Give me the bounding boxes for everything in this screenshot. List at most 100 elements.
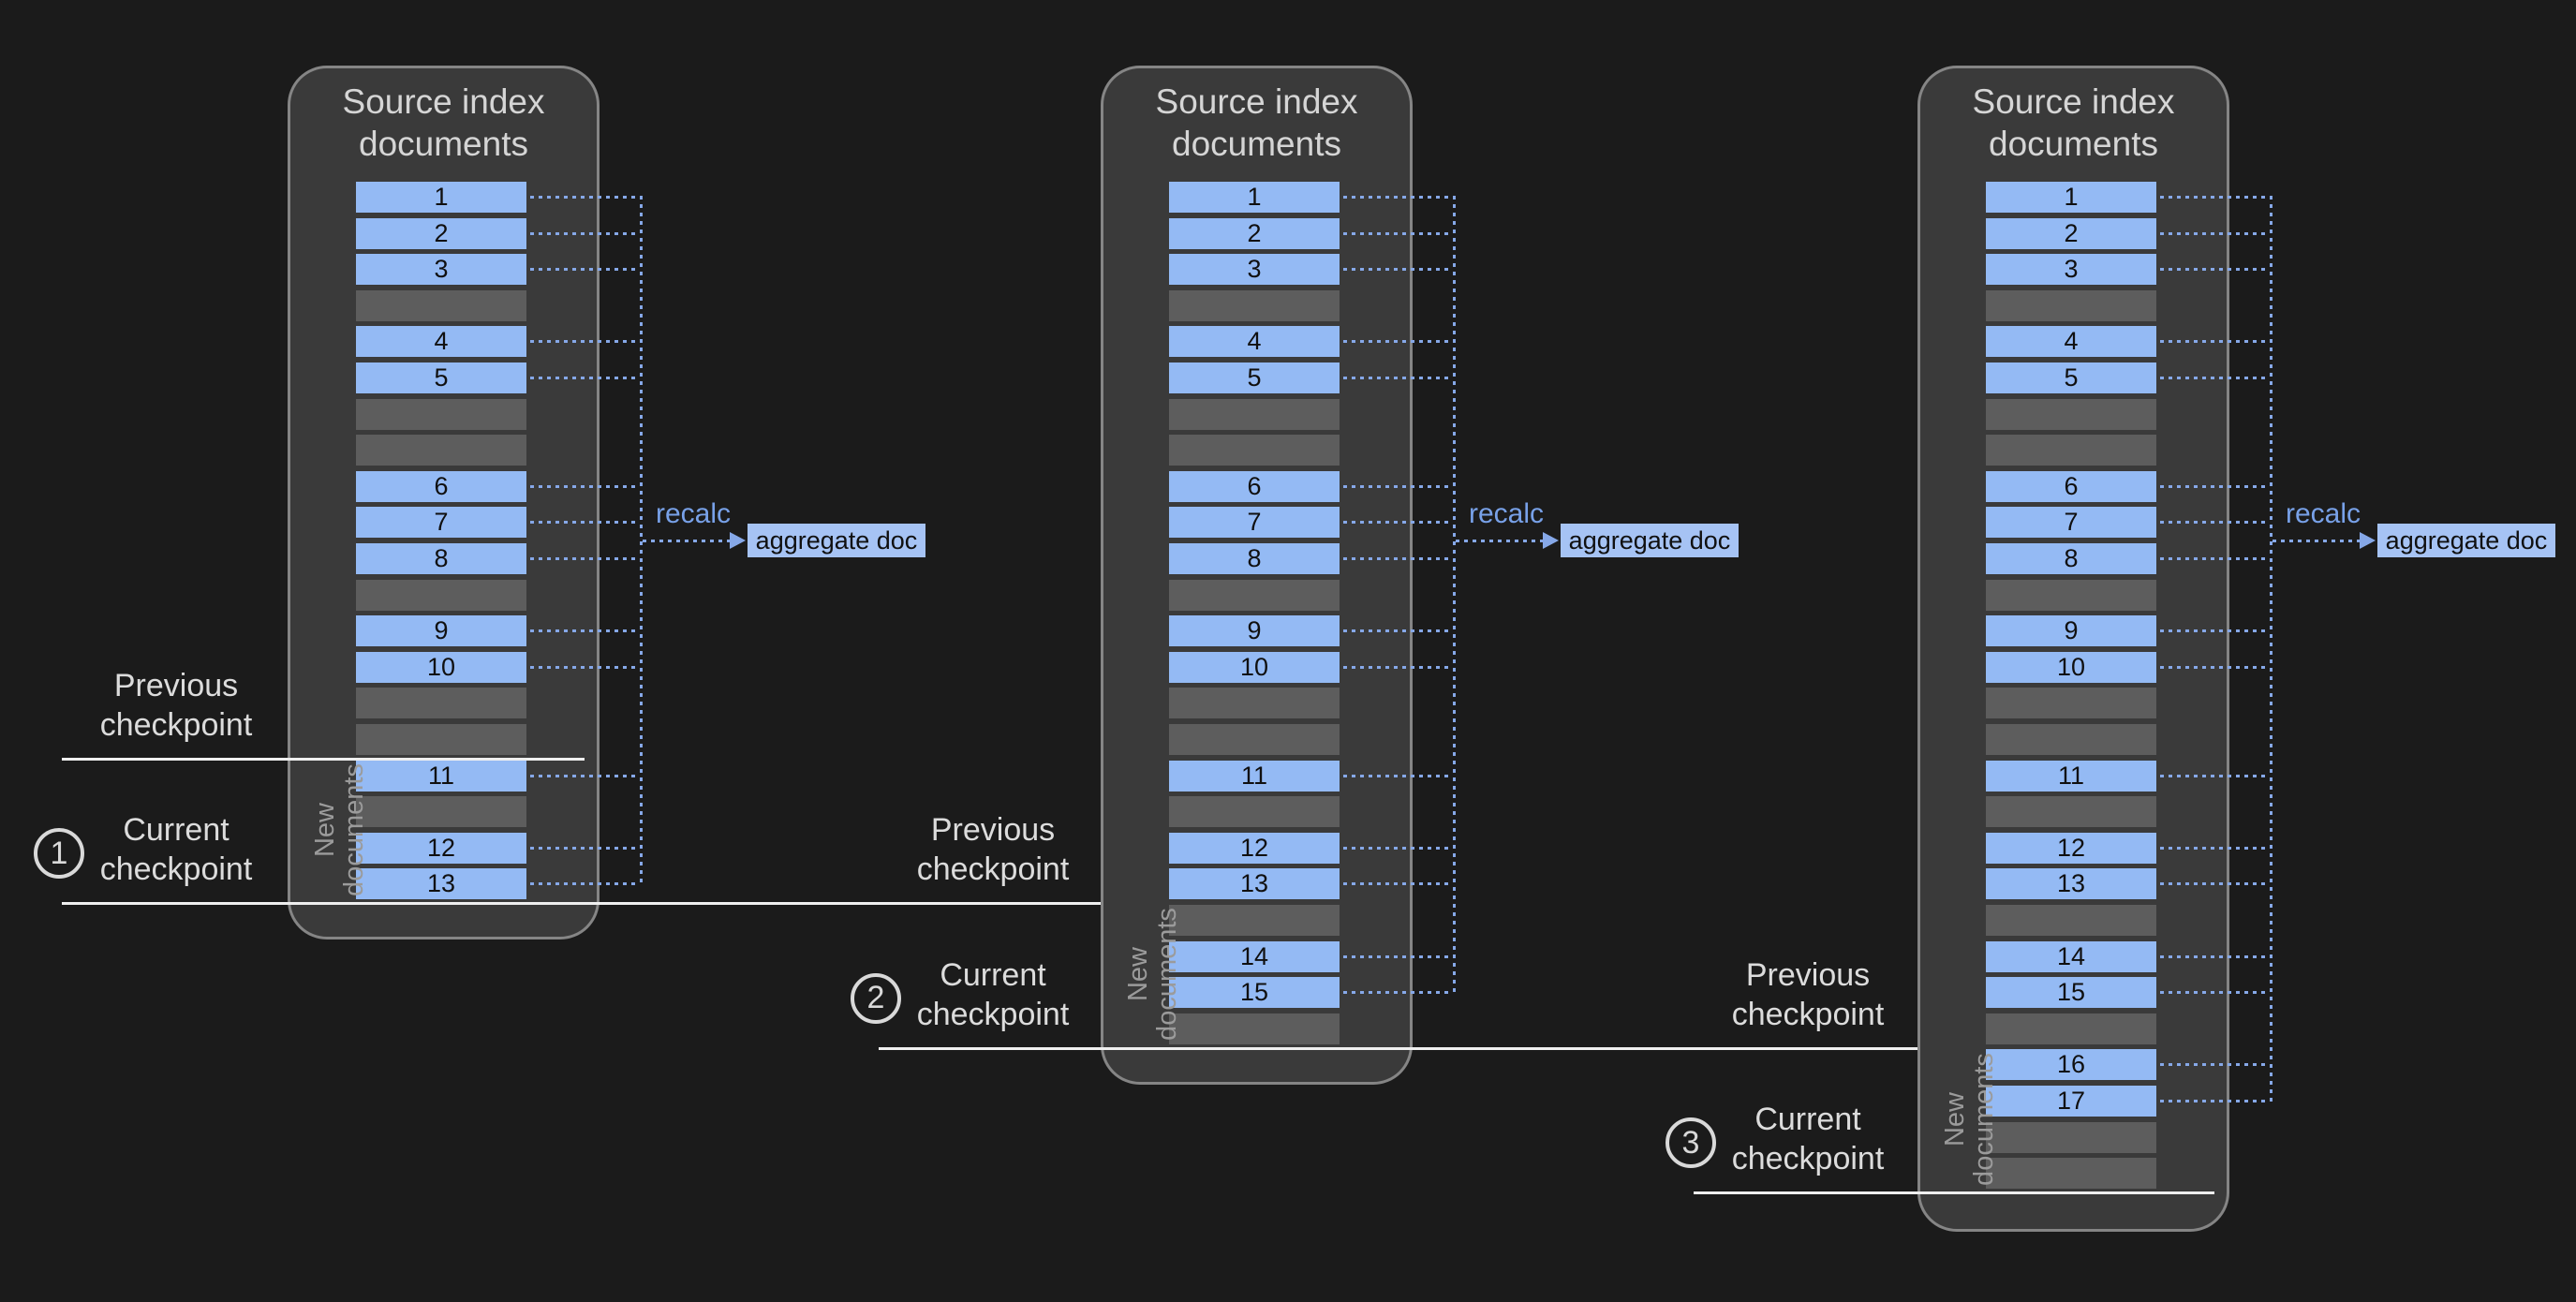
document-connector-line bbox=[1343, 665, 1453, 669]
placeholder-row bbox=[1169, 1013, 1340, 1044]
document-connector-line bbox=[1343, 846, 1453, 850]
document-row: 14 bbox=[1169, 940, 1340, 972]
new-documents-label-line: documents bbox=[1152, 908, 1182, 1042]
placeholder-row bbox=[1169, 905, 1340, 936]
document-connector-line bbox=[2160, 484, 2270, 488]
panel-title-line: Source index bbox=[342, 82, 545, 121]
current-checkpoint-label-line: checkpoint bbox=[99, 851, 253, 888]
placeholder-row bbox=[1169, 435, 1340, 466]
document-row: 7 bbox=[1169, 507, 1340, 539]
document-connector-line bbox=[2160, 521, 2270, 525]
document-row: 5 bbox=[356, 362, 526, 393]
aggregate-doc-box: aggregate doc bbox=[748, 524, 925, 557]
document-row: 5 bbox=[1169, 362, 1340, 393]
document-row: 7 bbox=[356, 507, 526, 539]
document-row: 3 bbox=[356, 254, 526, 286]
document-row: 7 bbox=[1986, 507, 2156, 539]
document-connector-line bbox=[2160, 954, 2270, 958]
document-row: 1 bbox=[1986, 182, 2156, 213]
current-checkpoint-line bbox=[1694, 1191, 2214, 1195]
document-connector-line bbox=[2160, 196, 2270, 199]
placeholder-row bbox=[1986, 1013, 2156, 1044]
document-row: 3 bbox=[1986, 254, 2156, 286]
placeholder-row bbox=[1986, 796, 2156, 828]
document-row: 1 bbox=[356, 182, 526, 213]
placeholder-row bbox=[1169, 796, 1340, 828]
current-checkpoint-label-line: checkpoint bbox=[1731, 1141, 1885, 1177]
previous-checkpoint-label-line: checkpoint bbox=[916, 851, 1070, 888]
document-row: 1 bbox=[1169, 182, 1340, 213]
current-checkpoint-label-line: checkpoint bbox=[916, 996, 1070, 1032]
document-connector-line bbox=[2160, 882, 2270, 886]
document-connector-line bbox=[2160, 665, 2270, 669]
document-connector-line bbox=[2160, 268, 2270, 272]
document-row: 14 bbox=[1986, 940, 2156, 972]
document-connector-line bbox=[1343, 774, 1453, 777]
document-row: 6 bbox=[1986, 470, 2156, 502]
document-row: 6 bbox=[1169, 470, 1340, 502]
document-connector-line bbox=[1343, 991, 1453, 995]
previous-checkpoint-line bbox=[62, 758, 585, 761]
recalc-arrow-line bbox=[643, 539, 730, 542]
placeholder-row bbox=[356, 435, 526, 466]
document-row: 17 bbox=[1986, 1086, 2156, 1117]
recalc-arrowhead-icon bbox=[730, 532, 746, 549]
document-connector-line bbox=[2160, 231, 2270, 235]
placeholder-row bbox=[1986, 1158, 2156, 1190]
document-connector-line bbox=[2160, 557, 2270, 560]
document-connector-line bbox=[1343, 231, 1453, 235]
panel-title-line: Source index bbox=[1972, 82, 2175, 121]
new-documents-label-line: New bbox=[1123, 947, 1153, 1002]
document-connector-line bbox=[2160, 774, 2270, 777]
document-row: 12 bbox=[356, 832, 526, 864]
placeholder-row bbox=[1169, 289, 1340, 321]
aggregate-doc-box: aggregate doc bbox=[2377, 524, 2555, 557]
new-documents-label-line: New bbox=[1940, 1091, 1970, 1147]
recalc-label: recalc bbox=[2286, 498, 2361, 529]
document-row: 8 bbox=[1169, 543, 1340, 574]
placeholder-row bbox=[356, 579, 526, 611]
document-connector-line bbox=[2160, 629, 2270, 633]
recalc-arrow-line bbox=[2273, 539, 2360, 542]
placeholder-row bbox=[1986, 1121, 2156, 1153]
panel-title-line: documents bbox=[359, 125, 528, 163]
document-connector-line bbox=[2160, 846, 2270, 850]
document-row: 6 bbox=[356, 470, 526, 502]
placeholder-row bbox=[356, 688, 526, 719]
document-connector-line bbox=[1343, 196, 1453, 199]
placeholder-row bbox=[1169, 579, 1340, 611]
current-checkpoint-label-line: Current bbox=[940, 956, 1046, 993]
placeholder-row bbox=[1169, 398, 1340, 430]
current-checkpoint-label-line: Current bbox=[1754, 1102, 1861, 1138]
current-checkpoint-line bbox=[879, 1046, 2214, 1050]
document-row: 9 bbox=[356, 615, 526, 647]
document-row: 11 bbox=[1986, 760, 2156, 792]
document-connector-line bbox=[530, 846, 640, 850]
document-row: 10 bbox=[356, 651, 526, 683]
placeholder-row bbox=[356, 796, 526, 828]
document-connector-line bbox=[1343, 377, 1453, 379]
recalc-label: recalc bbox=[1469, 498, 1545, 529]
document-row: 4 bbox=[1169, 326, 1340, 358]
placeholder-row bbox=[356, 398, 526, 430]
recalc-arrowhead-icon bbox=[1543, 532, 1559, 549]
recalc-arrow-line bbox=[1456, 539, 1543, 542]
new-documents-label-line: documents bbox=[1969, 1052, 1999, 1186]
document-row: 11 bbox=[356, 760, 526, 792]
document-row: 8 bbox=[1986, 543, 2156, 574]
previous-checkpoint-label-line: Previous bbox=[113, 668, 239, 703]
document-row: 9 bbox=[1986, 615, 2156, 647]
panel-title: Source index documents bbox=[288, 81, 600, 165]
placeholder-row bbox=[356, 724, 526, 755]
document-row: 11 bbox=[1169, 760, 1340, 792]
